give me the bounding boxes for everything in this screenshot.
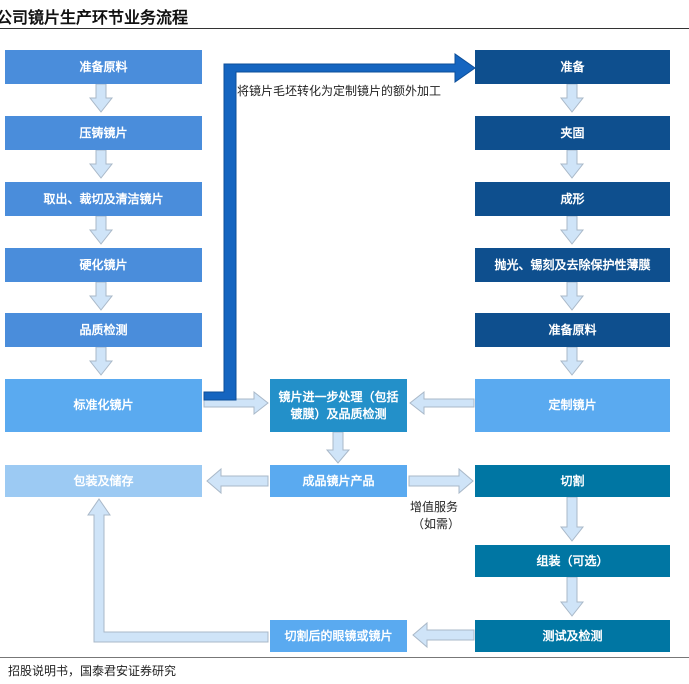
step-cut-glasses: 切割后的眼镜或镜片 <box>270 620 407 652</box>
arrow-down <box>88 215 114 245</box>
step-clamp: 夹固 <box>475 116 670 150</box>
step-remove-cut-clean: 取出、裁切及清洁镜片 <box>5 182 202 216</box>
arrow-down <box>88 346 114 376</box>
bottom-divider <box>0 657 689 658</box>
step-prepare-material-right: 准备原料 <box>475 313 670 347</box>
source-note: ：招股说明书，国泰君安证券研究 <box>0 664 177 678</box>
page-title: 公司镜片生产环节业务流程 <box>0 8 189 27</box>
step-polish: 抛光、锡刻及去除保护性薄膜 <box>475 248 670 282</box>
arrow-down <box>559 496 585 542</box>
arrow-left <box>206 467 269 495</box>
arrow-down <box>88 281 114 311</box>
value-added-label: 增值服务 <box>410 500 459 514</box>
step-harden: 硬化镜片 <box>5 248 202 282</box>
top-divider <box>0 28 689 29</box>
step-further-processing: 镜片进一步处理（包括镀膜）及品质检测 <box>270 379 407 432</box>
step-die-cast: 压铸镜片 <box>5 116 202 150</box>
step-quality-check: 品质检测 <box>5 313 202 347</box>
value-added-sub-label: （如需） <box>412 517 461 531</box>
step-standard-lens: 标准化镜片 <box>5 379 202 432</box>
step-custom-lens: 定制镜片 <box>475 379 670 432</box>
step-test-inspect: 测试及检测 <box>475 620 670 652</box>
step-prepare: 准备 <box>475 50 670 84</box>
step-package-store: 包装及储存 <box>5 465 202 497</box>
arrow-down <box>559 215 585 245</box>
custom-route-label: 将镜片毛坯转化为定制镜片的额外加工 <box>237 84 442 98</box>
step-finished-product: 成品镜片产品 <box>270 465 407 497</box>
step-prepare-material: 准备原料 <box>5 50 202 84</box>
arrow-down <box>559 149 585 179</box>
step-assembly: 组装（可选） <box>475 545 670 577</box>
arrow-down <box>559 281 585 311</box>
arrow-left <box>409 390 475 416</box>
arrow-down <box>88 149 114 179</box>
arrow-down <box>559 83 585 113</box>
step-cutting: 切割 <box>475 465 670 497</box>
custom-route-arrow <box>203 53 476 401</box>
arrow-down <box>325 431 351 464</box>
arrow-down <box>559 576 585 617</box>
step-shape: 成形 <box>475 182 670 216</box>
return-arrow <box>87 498 269 643</box>
arrow-down <box>559 346 585 376</box>
arrow-right <box>408 467 474 495</box>
arrow-down <box>88 83 114 113</box>
arrow-right <box>203 390 269 416</box>
arrow-left <box>412 621 475 649</box>
